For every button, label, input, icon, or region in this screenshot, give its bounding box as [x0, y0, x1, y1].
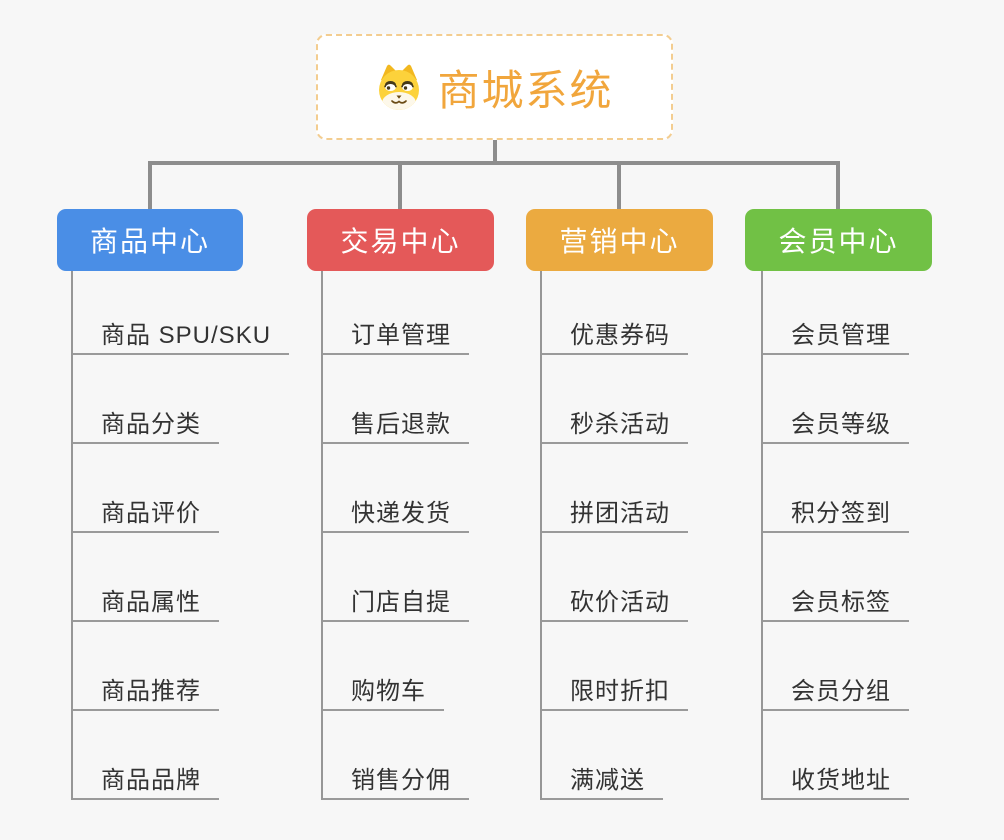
child-item[interactable]: 秒杀活动: [542, 355, 688, 444]
child-item[interactable]: 满减送: [542, 711, 663, 800]
child-item[interactable]: 会员标签: [763, 533, 909, 622]
branch-children-trade-center: 订单管理 售后退款 快递发货 门店自提 购物车 销售分佣: [321, 271, 469, 800]
branch-node-product-center[interactable]: 商品中心: [57, 209, 243, 271]
dog-face-icon: [379, 64, 420, 110]
branch-node-member-center[interactable]: 会员中心: [745, 209, 932, 271]
connector-drop-1: [148, 161, 152, 209]
connector-drop-4: [836, 161, 840, 209]
child-item[interactable]: 会员管理: [763, 271, 909, 355]
child-item[interactable]: 砍价活动: [542, 533, 688, 622]
connector-bus: [148, 161, 840, 165]
child-item[interactable]: 商品品牌: [73, 711, 219, 800]
child-item[interactable]: 门店自提: [323, 533, 469, 622]
branch-children-product-center: 商品 SPU/SKU 商品分类 商品评价 商品属性 商品推荐 商品品牌: [71, 271, 290, 800]
child-item[interactable]: 收货地址: [763, 711, 909, 800]
child-item[interactable]: 拼团活动: [542, 444, 688, 533]
connector-root-stub: [493, 140, 497, 163]
child-item[interactable]: 快递发货: [323, 444, 469, 533]
child-item[interactable]: 商品评价: [73, 444, 219, 533]
child-item[interactable]: 会员等级: [763, 355, 909, 444]
child-item[interactable]: 商品 SPU/SKU: [73, 271, 290, 355]
child-item[interactable]: 售后退款: [323, 355, 469, 444]
root-title: 商城系统: [437, 66, 614, 114]
child-item[interactable]: 商品推荐: [73, 622, 219, 711]
connector-drop-2: [398, 161, 402, 209]
branch-node-trade-center[interactable]: 交易中心: [307, 209, 494, 271]
branch-children-member-center: 会员管理 会员等级 积分签到 会员标签 会员分组 收货地址: [761, 271, 909, 800]
child-item[interactable]: 订单管理: [323, 271, 469, 355]
child-item[interactable]: 购物车: [323, 622, 444, 711]
child-item[interactable]: 商品属性: [73, 533, 219, 622]
child-item[interactable]: 销售分佣: [323, 711, 469, 800]
branch-children-marketing-center: 优惠券码 秒杀活动 拼团活动 砍价活动 限时折扣 满减送: [540, 271, 688, 800]
child-item[interactable]: 会员分组: [763, 622, 909, 711]
child-item[interactable]: 限时折扣: [542, 622, 688, 711]
child-item[interactable]: 商品分类: [73, 355, 219, 444]
branch-node-marketing-center[interactable]: 营销中心: [526, 209, 713, 271]
connector-drop-3: [617, 161, 621, 209]
child-item[interactable]: 积分签到: [763, 444, 909, 533]
child-item[interactable]: 优惠券码: [542, 271, 688, 355]
root-node[interactable]: 商城系统: [316, 34, 673, 140]
